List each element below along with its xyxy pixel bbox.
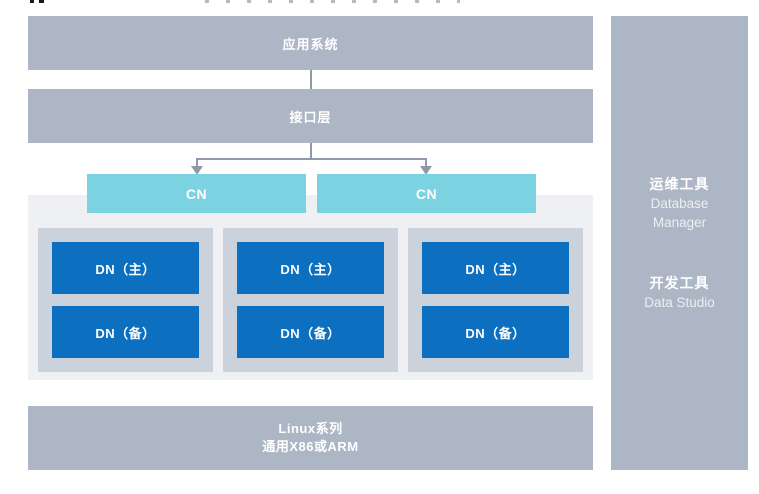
dn-primary-label: DN（主） [280,261,341,277]
dn-primary-label: DN（主） [465,261,526,277]
cropped-text-fragment [30,0,34,3]
dev-tool-name: Data Studio [644,294,715,310]
dn-standby-label: DN（备） [95,325,156,341]
cropped-text-fragment [205,0,460,3]
cn-node-left: CN [87,174,306,213]
dn-shard-group-1: DN（主） DN（备） [38,228,213,372]
ops-tool-name-line2: Manager [652,214,707,230]
cropped-text-fragment [39,0,44,3]
connector-line [425,158,427,167]
tools-sidebar: 运维工具 Database Manager 开发工具 Data Studio [611,16,748,470]
dn-primary-node: DN（主） [422,242,569,294]
app-layer-label: 应用系统 [282,36,339,52]
connector-line [310,70,312,89]
cn-node-label: CN [185,185,208,202]
dn-standby-label: DN（备） [465,325,526,341]
dn-shard-group-3: DN（主） DN（备） [408,228,583,372]
dn-primary-node: DN（主） [237,242,384,294]
arrow-down-icon [191,166,203,175]
cn-node-right: CN [317,174,536,213]
dn-primary-node: DN（主） [52,242,199,294]
dn-standby-node: DN（备） [422,306,569,358]
dn-shard-group-2: DN（主） DN（备） [223,228,398,372]
dn-standby-label: DN（备） [280,325,341,341]
os-layer-line2: 通用X86或ARM [262,439,359,454]
ops-tool-name-line1: Database [650,195,709,211]
dn-primary-label: DN（主） [95,261,156,277]
dev-tools-title: 开发工具 [649,274,710,291]
connector-line [196,158,198,167]
ops-tools-group: 运维工具 Database Manager [650,175,710,232]
os-layer-line1: Linux系列 [278,421,343,436]
connector-line [310,143,312,159]
os-layer-bar: Linux系列 通用X86或ARM [28,406,593,470]
interface-layer-label: 接口层 [289,109,332,125]
dn-standby-node: DN（备） [52,306,199,358]
cn-node-label: CN [415,185,438,202]
app-layer-bar: 应用系统 [28,16,593,70]
ops-tools-title: 运维工具 [649,175,710,192]
arrow-down-icon [420,166,432,175]
dev-tools-group: 开发工具 Data Studio [644,274,715,312]
interface-layer-bar: 接口层 [28,89,593,143]
branch-line [196,158,427,160]
dn-standby-node: DN（备） [237,306,384,358]
